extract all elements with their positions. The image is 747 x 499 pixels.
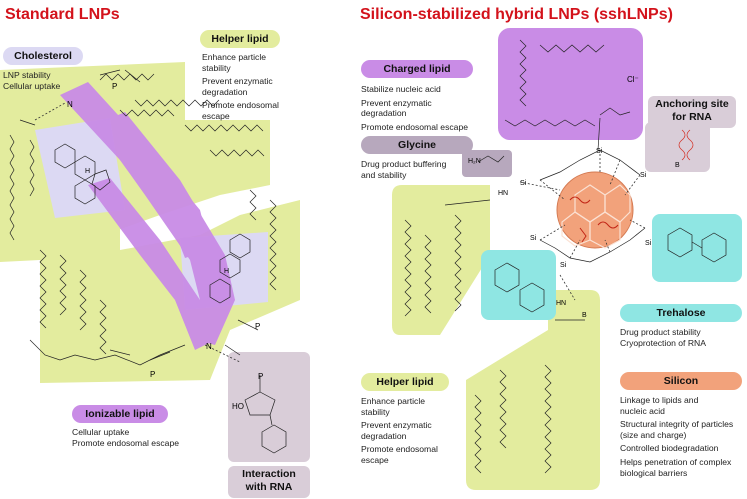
atom-label: H: [224, 268, 230, 275]
atom-label: Si: [640, 172, 647, 179]
charged-lipid-description: Stabilize nucleic acid Prevent enzymatic…: [361, 84, 469, 132]
atom-label: N: [67, 100, 73, 109]
ionizable-lipid-band: [60, 82, 235, 350]
cholesterol-label: Cholesterol: [3, 47, 83, 65]
atom-label: B: [582, 312, 587, 319]
atom-label: HN: [556, 300, 567, 307]
left-helper-lipid-label: Helper lipid: [200, 30, 280, 48]
left-helper-lipid-description: Enhance particle stability Prevent enzym…: [202, 52, 279, 121]
trehalose-description: Drug product stability Cryoprotection of…: [620, 327, 706, 348]
left-panel-title: Standard LNPs: [5, 6, 120, 23]
atom-label: N: [206, 342, 212, 351]
atom-label: H₂N: [468, 158, 481, 165]
ionizable-lipid-description: Cellular uptake Promote endosomal escape: [72, 427, 180, 448]
silicon-label: Silicon: [620, 372, 742, 390]
atom-label: Si: [596, 148, 603, 155]
trehalose-region-right: [652, 214, 742, 282]
glycine-description: Drug product buffering and stability: [361, 159, 447, 180]
atom-label: Si: [645, 240, 652, 247]
atom-label: Si: [530, 235, 537, 242]
left-lipid-chains: [9, 69, 287, 454]
atom-label: HO: [232, 402, 244, 411]
charged-lipid-region: [498, 28, 643, 140]
anchoring-site-region: [645, 122, 710, 172]
ionizable-lipid-label: Ionizable lipid: [72, 405, 168, 423]
atom-label: Si: [560, 262, 567, 269]
glycine-label: Glycine: [361, 136, 473, 154]
right-helper-lipid-label: Helper lipid: [361, 373, 449, 391]
charged-lipid-label: Charged lipid: [361, 60, 473, 78]
atom-label: Cl⁻: [627, 75, 639, 84]
rna-interaction-label: Interaction with RNA: [228, 466, 310, 498]
atom-label: P: [258, 372, 264, 381]
right-helper-lipid-description: Enhance particle stability Prevent enzym…: [361, 396, 438, 465]
atom-label: Si: [520, 180, 527, 187]
atom-label: P: [255, 322, 261, 331]
atom-label: B: [675, 162, 680, 169]
atom-label: H: [85, 168, 91, 175]
anchoring-site-label: Anchoring site for RNA: [648, 96, 736, 128]
silicon-description: Linkage to lipids and nucleic acid Struc…: [620, 395, 734, 478]
right-helper-lipid-region-lower: [466, 290, 600, 490]
glycine-region: [462, 150, 512, 177]
rna-interaction-panel: [228, 352, 310, 462]
atom-label: P: [150, 370, 156, 379]
right-helper-lipid-region-upper: [392, 185, 490, 335]
trehalose-label: Trehalose: [620, 304, 742, 322]
right-lipid-chains: [404, 39, 727, 474]
right-panel-title: Silicon-stabilized hybrid LNPs (sshLNPs): [360, 6, 673, 23]
silicon-core: [556, 171, 634, 249]
atom-label: HN: [498, 190, 509, 197]
atom-label: P: [112, 82, 118, 91]
cholesterol-description: LNP stability Cellular uptake: [3, 70, 61, 91]
